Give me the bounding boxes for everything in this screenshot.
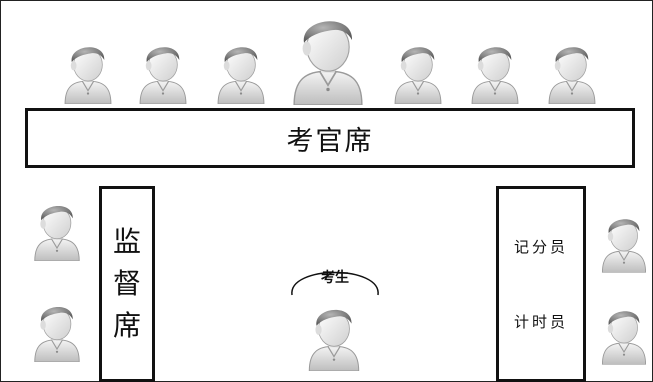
person-icon xyxy=(303,301,365,371)
person-icon xyxy=(597,303,651,365)
person-icon xyxy=(29,299,85,362)
candidate-label: 考生 xyxy=(321,270,349,286)
person-icon xyxy=(59,39,117,104)
person-icon xyxy=(134,39,192,104)
person-icon xyxy=(389,39,447,104)
candidate-arc xyxy=(291,271,379,296)
person-icon xyxy=(597,211,651,273)
scorer-timer-desk: 记分员 计时员 xyxy=(496,186,586,382)
supervisor-seat-char: 监 xyxy=(112,225,141,258)
person-icon xyxy=(212,39,270,104)
examiner-bench-label: 考官席 xyxy=(286,125,374,157)
examiner-bench: 考官席 xyxy=(25,108,635,168)
timer-label: 计时员 xyxy=(513,313,568,331)
supervisor-seat: 监 督 席 xyxy=(99,186,155,382)
person-icon xyxy=(29,198,85,261)
candidate-label-bubble: 考生 xyxy=(286,257,384,301)
person-icon xyxy=(466,39,524,104)
person-icon xyxy=(285,9,371,105)
supervisor-seat-char: 席 xyxy=(112,309,141,342)
scorer-label: 记分员 xyxy=(513,238,568,256)
supervisor-seat-char: 督 xyxy=(112,267,141,300)
person-icon xyxy=(543,39,601,104)
